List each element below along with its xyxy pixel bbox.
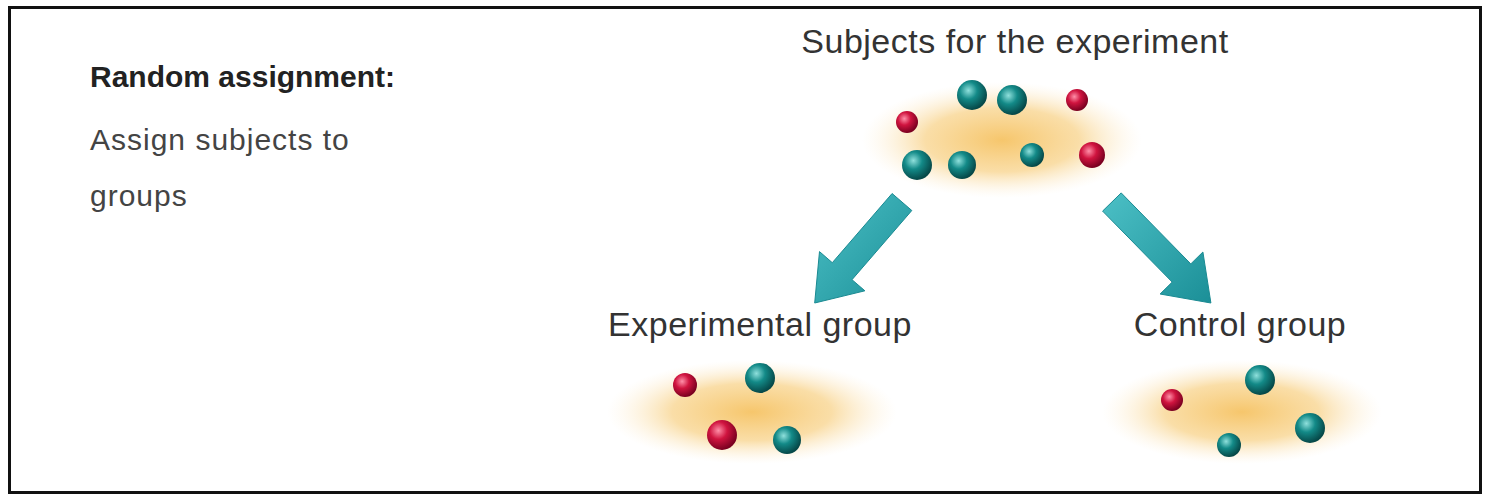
teal-subject-dot xyxy=(957,80,987,110)
red-subject-dot xyxy=(1066,89,1088,111)
subject-group: Experimental group xyxy=(532,305,988,475)
block-arrow xyxy=(815,194,912,304)
red-subject-dot xyxy=(1079,142,1105,168)
blob-shape xyxy=(607,360,897,464)
group-title: Control group xyxy=(1032,305,1448,344)
teal-subject-dot xyxy=(1245,365,1275,395)
red-subject-dot xyxy=(707,420,737,450)
teal-subject-dot xyxy=(948,151,976,179)
teal-subject-dot xyxy=(997,85,1027,115)
blob-shape xyxy=(862,82,1142,198)
red-subject-dot xyxy=(673,373,697,397)
blob-shape xyxy=(1102,360,1382,464)
teal-subject-dot xyxy=(902,150,932,180)
arrow-shape xyxy=(815,194,912,304)
subject-group: Subjects for the experiment xyxy=(692,22,1338,202)
block-arrow xyxy=(1103,193,1211,303)
teal-subject-dot xyxy=(1217,433,1241,457)
heading-label: Random assignment: xyxy=(90,60,650,94)
group-title: Experimental group xyxy=(532,305,988,344)
subject-group: Control group xyxy=(1032,305,1448,475)
red-subject-dot xyxy=(896,111,918,133)
group-title: Subjects for the experiment xyxy=(692,22,1338,61)
description-label: Assign subjects to groups xyxy=(90,112,360,224)
red-subject-dot xyxy=(1161,389,1183,411)
teal-subject-dot xyxy=(745,363,775,393)
teal-subject-dot xyxy=(773,426,801,454)
teal-subject-dot xyxy=(1295,413,1325,443)
teal-subject-dot xyxy=(1020,143,1044,167)
arrow-shape xyxy=(1103,193,1211,303)
